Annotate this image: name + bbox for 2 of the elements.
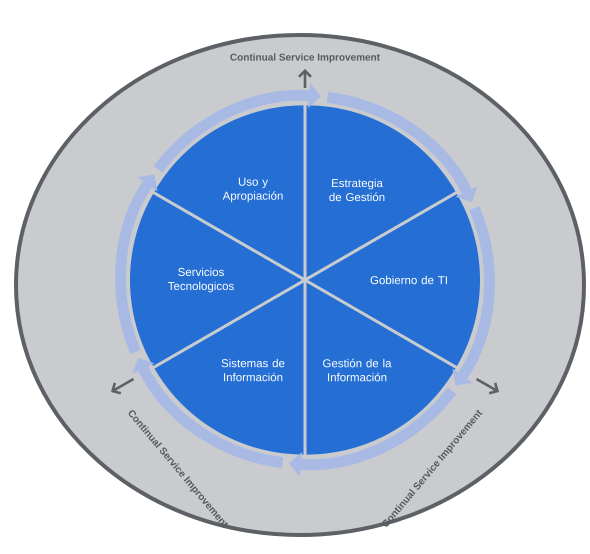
- ring-label: Continual Service Improvement: [230, 53, 380, 63]
- node-label: Gobierno de TI: [370, 276, 447, 284]
